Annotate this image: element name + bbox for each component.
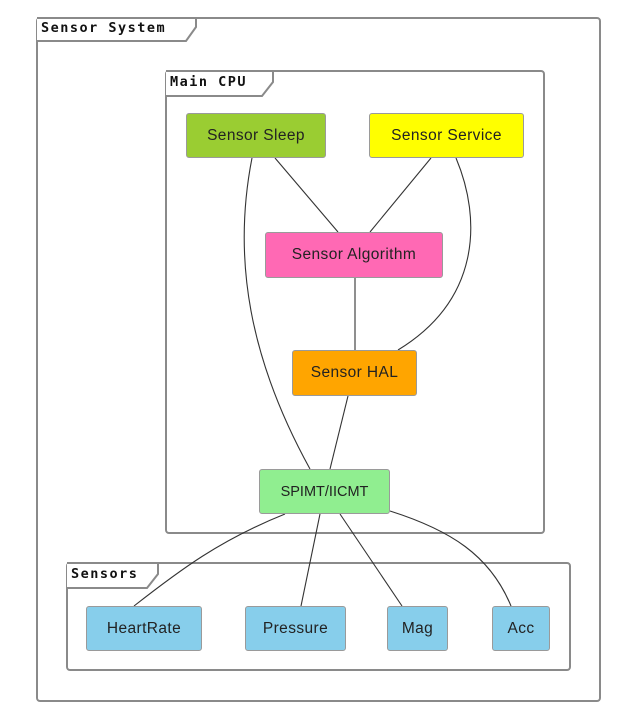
node-sensor-hal[interactable]: Sensor HAL (292, 350, 417, 396)
edge-sleep-bus (243, 157, 311, 470)
edge-bus-acc (389, 510, 512, 607)
node-acc[interactable]: Acc (492, 606, 550, 651)
package-tab-sensors (67, 562, 159, 589)
node-sensor-sleep[interactable]: Sensor Sleep (186, 113, 326, 158)
edge-hal-bus (329, 395, 349, 470)
package-sensors (66, 562, 571, 671)
package-main-cpu (165, 70, 545, 534)
node-pressure[interactable]: Pressure (245, 606, 346, 651)
package-tab-main-cpu (166, 70, 274, 97)
node-sensor-service[interactable]: Sensor Service (369, 113, 524, 158)
edge-bus-pressure (300, 513, 321, 607)
package-tab-sensor-system (37, 17, 197, 42)
package-label-main-cpu: Main CPU (170, 74, 248, 90)
package-label-sensor-system: Sensor System (41, 20, 167, 36)
package-label-sensors: Sensors (71, 566, 139, 582)
node-sensor-algorithm[interactable]: Sensor Algorithm (265, 232, 443, 278)
package-sensor-system (36, 17, 601, 702)
node-heartrate[interactable]: HeartRate (86, 606, 202, 651)
edge-bus-heartrate (133, 513, 286, 607)
node-spimt-iicmt[interactable]: SPIMT/IICMT (259, 469, 390, 514)
edge-service-hal (397, 157, 472, 351)
edge-service-algorithm (369, 157, 432, 233)
edge-sleep-algorithm (274, 157, 339, 233)
node-mag[interactable]: Mag (387, 606, 448, 651)
edge-bus-mag (339, 513, 403, 607)
